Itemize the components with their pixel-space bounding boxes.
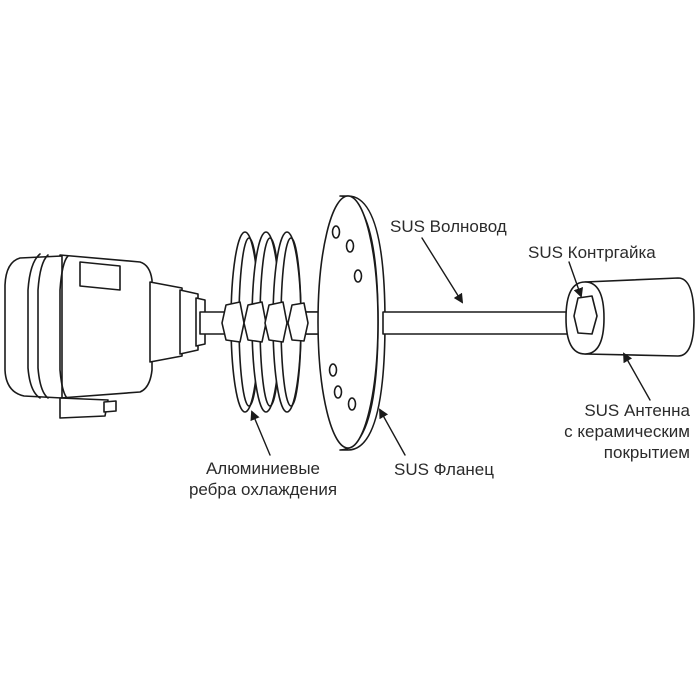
neck: [149, 281, 206, 363]
flange-hole: [345, 239, 355, 253]
label-flange-text: SUS Фланец: [394, 460, 494, 479]
label-waveguide: SUS Волновод: [390, 216, 507, 237]
housing-rim-3: [59, 255, 69, 400]
label-antenna: SUS Антенна с керамическим покрытием: [535, 400, 690, 463]
housing-rim-2: [37, 254, 49, 399]
label-waveguide-text: SUS Волновод: [390, 217, 507, 236]
hex-nut-1: [221, 301, 245, 343]
hex-nut-2: [243, 301, 267, 343]
label-antenna-line-1: SUS Антенна: [584, 401, 690, 420]
waveguide-rod: [382, 311, 583, 335]
label-flange: SUS Фланец: [394, 459, 494, 480]
housing-plate: [79, 261, 121, 291]
leaders: [250, 237, 651, 456]
housing-lug: [59, 397, 109, 419]
antenna-body: [584, 277, 695, 357]
flange-hole: [353, 269, 363, 283]
hex-nut-3: [264, 301, 288, 343]
housing: [4, 253, 153, 419]
label-antenna-line-2: с керамическим: [564, 422, 690, 441]
hex-nut-4: [287, 302, 309, 342]
arrow-flange: [379, 408, 406, 456]
flange-hole: [347, 397, 357, 411]
flange-face: [317, 195, 379, 449]
label-locknut: SUS Контргайка: [528, 242, 656, 263]
label-fins-line-1: Алюминиевые: [205, 459, 321, 478]
flange-hole: [331, 225, 341, 239]
arrow-fins: [250, 410, 271, 456]
flange-hole: [328, 363, 338, 377]
label-fins: Алюминиевые ребра охлаждения: [168, 458, 358, 500]
locknut-front: [573, 295, 598, 335]
arrow-locknut: [568, 261, 584, 298]
housing-screw: [103, 400, 117, 413]
housing-cover: [4, 255, 63, 399]
label-fins-line-2: ребра охлаждения: [188, 480, 338, 499]
antenna: [565, 277, 695, 357]
label-antenna-line-3: покрытием: [603, 443, 690, 462]
flange: [317, 195, 386, 451]
label-locknut-text: SUS Контргайка: [528, 243, 656, 262]
housing-body: [59, 254, 153, 399]
housing-rim-1: [27, 253, 41, 399]
flange-hole: [333, 385, 343, 399]
arrow-waveguide: [421, 237, 464, 304]
arrow-antenna: [623, 352, 651, 401]
